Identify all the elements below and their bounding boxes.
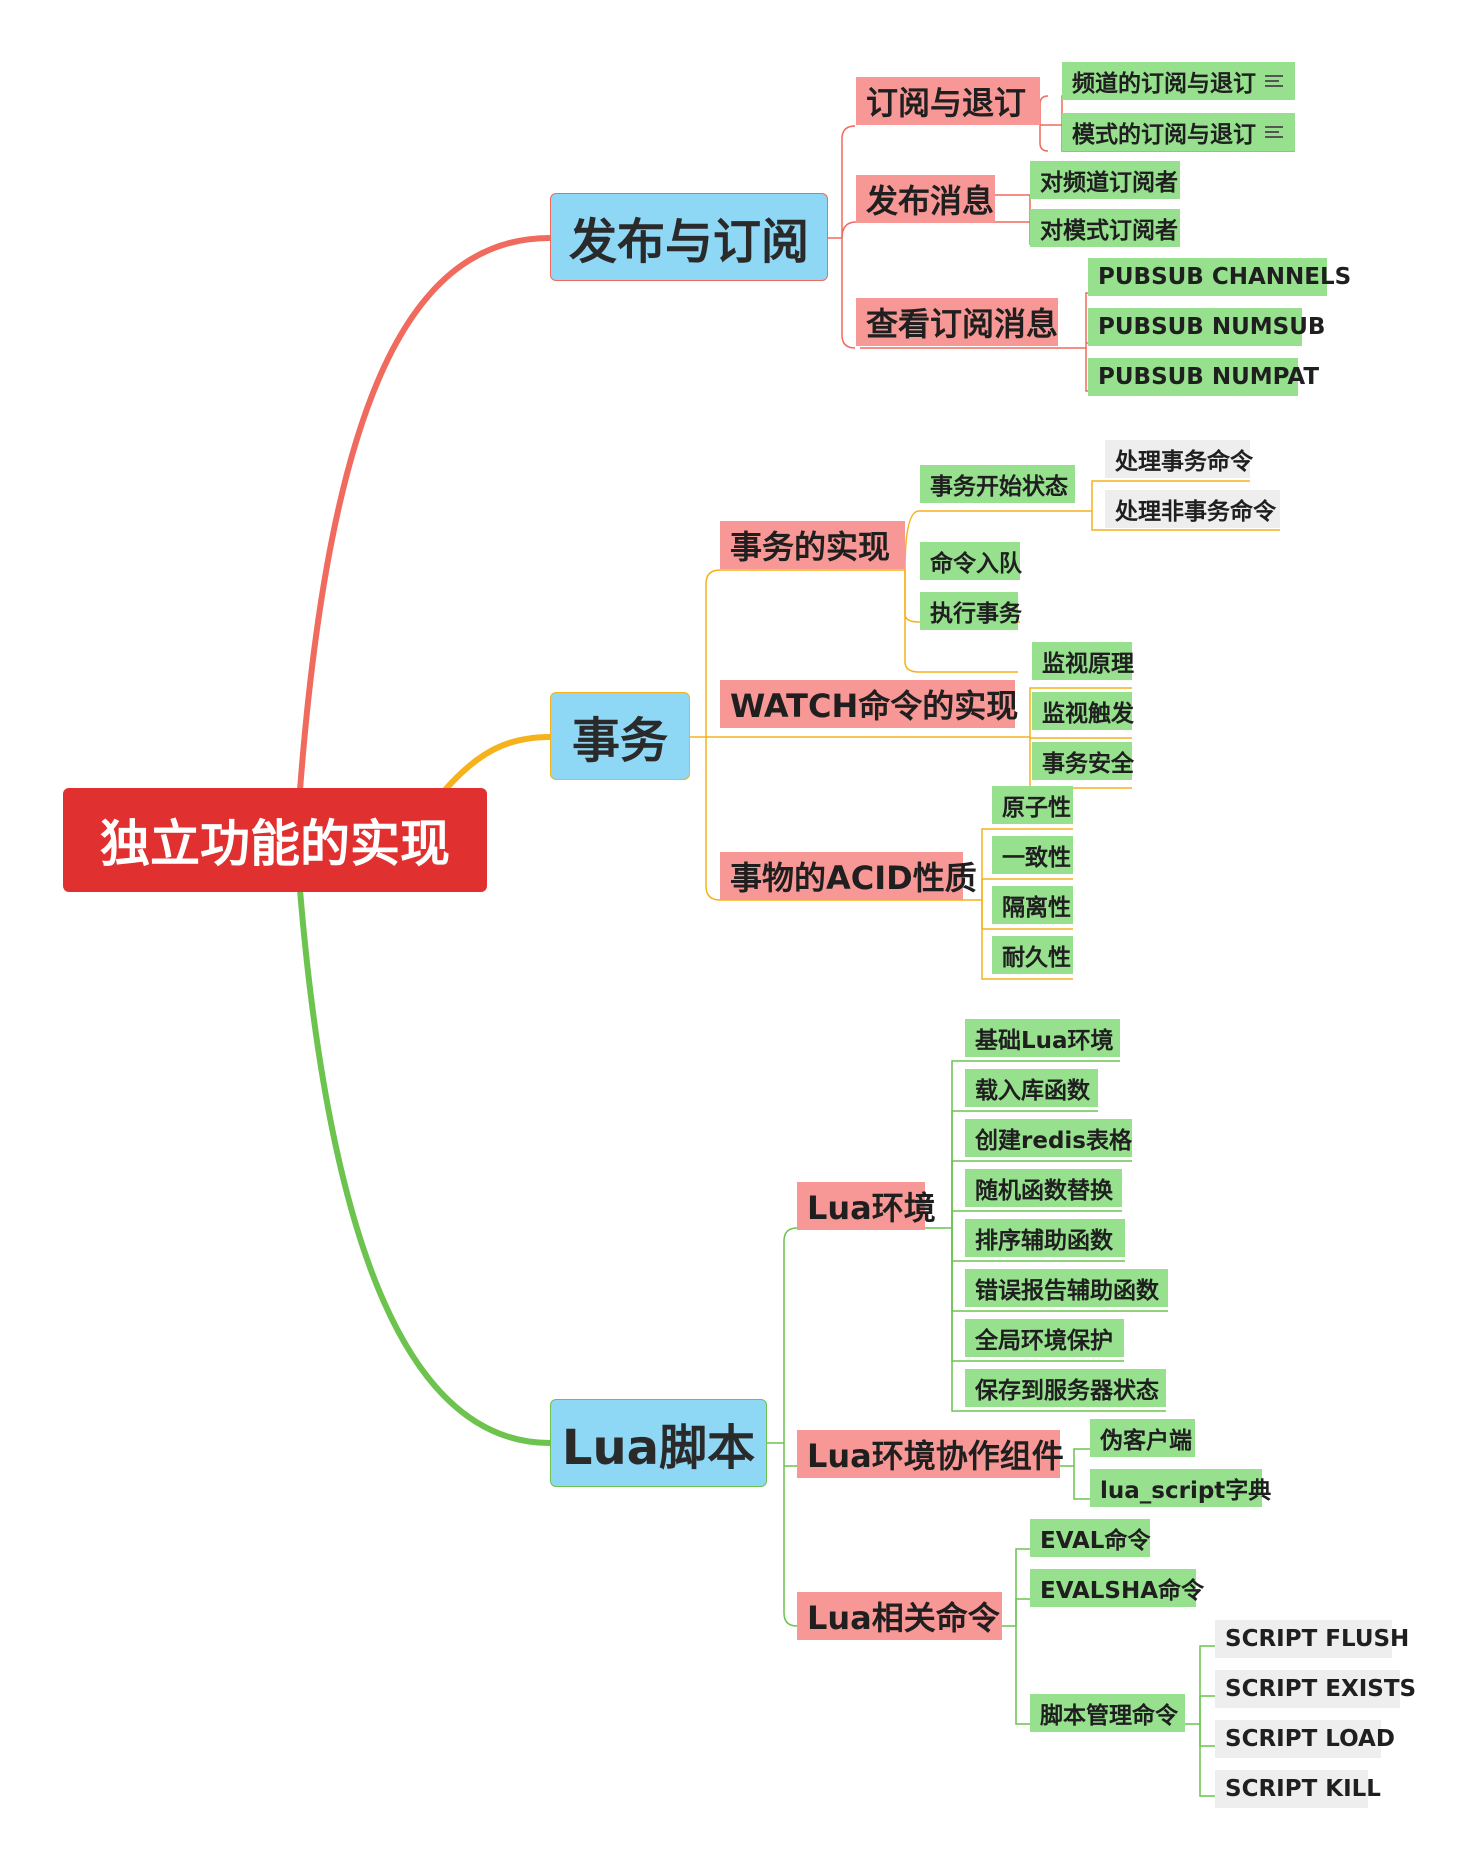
topic-lua-components[interactable]: Lua环境协作组件 bbox=[797, 1430, 1064, 1478]
branch-lua[interactable]: Lua脚本 bbox=[550, 1399, 767, 1487]
connector-root-pubsub bbox=[297, 235, 551, 791]
leaf-atomicity[interactable]: 原子性 bbox=[992, 786, 1073, 824]
leaf-isolation[interactable]: 隔离性 bbox=[992, 886, 1073, 924]
leaf-eval-command[interactable]: EVAL命令 bbox=[1030, 1519, 1150, 1557]
leaf-channel-subscribe[interactable]: 频道的订阅与退订 bbox=[1062, 62, 1295, 100]
leaf-handle-transaction-cmd[interactable]: 处理事务命令 bbox=[1105, 440, 1253, 478]
leaf-consistency[interactable]: 一致性 bbox=[992, 836, 1073, 874]
connector-root-transaction bbox=[442, 734, 551, 792]
topic-lua-env[interactable]: Lua环境 bbox=[797, 1182, 936, 1230]
leaf-pubsub-numsub[interactable]: PUBSUB NUMSUB bbox=[1088, 308, 1325, 346]
leaf-label: 模式的订阅与退订 bbox=[1072, 122, 1256, 148]
topic-lua-commands[interactable]: Lua相关命令 bbox=[797, 1592, 1002, 1640]
leaf-lua-script-dict[interactable]: lua_script字典 bbox=[1090, 1469, 1271, 1507]
leaf-durability[interactable]: 耐久性 bbox=[992, 936, 1073, 974]
notes-icon[interactable] bbox=[1265, 126, 1283, 138]
leaf-transaction-safety[interactable]: 事务安全 bbox=[1032, 742, 1134, 780]
leaf-lua-error-helper[interactable]: 错误报告辅助函数 bbox=[965, 1269, 1168, 1307]
branch-pubsub[interactable]: 发布与订阅 bbox=[550, 193, 828, 281]
leaf-command-enqueue[interactable]: 命令入队 bbox=[920, 542, 1022, 580]
topic-acid[interactable]: 事物的ACID性质 bbox=[720, 852, 977, 900]
topic-transaction-impl[interactable]: 事务的实现 bbox=[720, 521, 905, 569]
leaf-pubsub-channels[interactable]: PUBSUB CHANNELS bbox=[1088, 258, 1351, 296]
branch-transaction[interactable]: 事务 bbox=[550, 692, 690, 780]
leaf-lua-redis-table[interactable]: 创建redis表格 bbox=[965, 1119, 1132, 1157]
leaf-exec-transaction[interactable]: 执行事务 bbox=[920, 592, 1022, 630]
leaf-lua-random-replace[interactable]: 随机函数替换 bbox=[965, 1169, 1122, 1207]
leaf-script-exists[interactable]: SCRIPT EXISTS bbox=[1215, 1670, 1416, 1708]
leaf-pattern-subscribe[interactable]: 模式的订阅与退订 bbox=[1062, 113, 1295, 151]
notes-icon[interactable] bbox=[1265, 75, 1283, 87]
leaf-lua-base-env[interactable]: 基础Lua环境 bbox=[965, 1019, 1120, 1057]
leaf-label: 频道的订阅与退订 bbox=[1072, 71, 1256, 97]
leaf-lua-sort-helper[interactable]: 排序辅助函数 bbox=[965, 1219, 1125, 1257]
leaf-lua-load-libs[interactable]: 载入库函数 bbox=[965, 1069, 1098, 1107]
leaf-handle-nontransaction-cmd[interactable]: 处理非事务命令 bbox=[1105, 490, 1280, 528]
leaf-watch-trigger[interactable]: 监视触发 bbox=[1032, 692, 1134, 730]
leaf-watch-principle[interactable]: 监视原理 bbox=[1032, 642, 1134, 680]
topic-view-subscription[interactable]: 查看订阅消息 bbox=[856, 298, 1058, 346]
leaf-lua-save-state[interactable]: 保存到服务器状态 bbox=[965, 1369, 1166, 1407]
root-node[interactable]: 独立功能的实现 bbox=[63, 788, 487, 892]
topic-watch-impl[interactable]: WATCH命令的实现 bbox=[720, 680, 1018, 728]
leaf-script-load[interactable]: SCRIPT LOAD bbox=[1215, 1720, 1395, 1758]
leaf-script-management[interactable]: 脚本管理命令 bbox=[1030, 1694, 1185, 1732]
leaf-lua-global-protect[interactable]: 全局环境保护 bbox=[965, 1319, 1124, 1357]
leaf-script-kill[interactable]: SCRIPT KILL bbox=[1215, 1770, 1381, 1808]
topic-subscribe-unsubscribe[interactable]: 订阅与退订 bbox=[856, 77, 1040, 125]
leaf-evalsha-command[interactable]: EVALSHA命令 bbox=[1030, 1569, 1204, 1607]
leaf-pubsub-numpat[interactable]: PUBSUB NUMPAT bbox=[1088, 358, 1319, 396]
leaf-fake-client[interactable]: 伪客户端 bbox=[1090, 1419, 1195, 1457]
leaf-channel-subscriber[interactable]: 对频道订阅者 bbox=[1030, 161, 1180, 199]
leaf-transaction-start[interactable]: 事务开始状态 bbox=[920, 465, 1075, 503]
topic-publish-message[interactable]: 发布消息 bbox=[856, 175, 995, 223]
connector-root-lua bbox=[297, 889, 551, 1446]
leaf-script-flush[interactable]: SCRIPT FLUSH bbox=[1215, 1620, 1409, 1658]
leaf-pattern-subscriber[interactable]: 对模式订阅者 bbox=[1030, 209, 1180, 247]
